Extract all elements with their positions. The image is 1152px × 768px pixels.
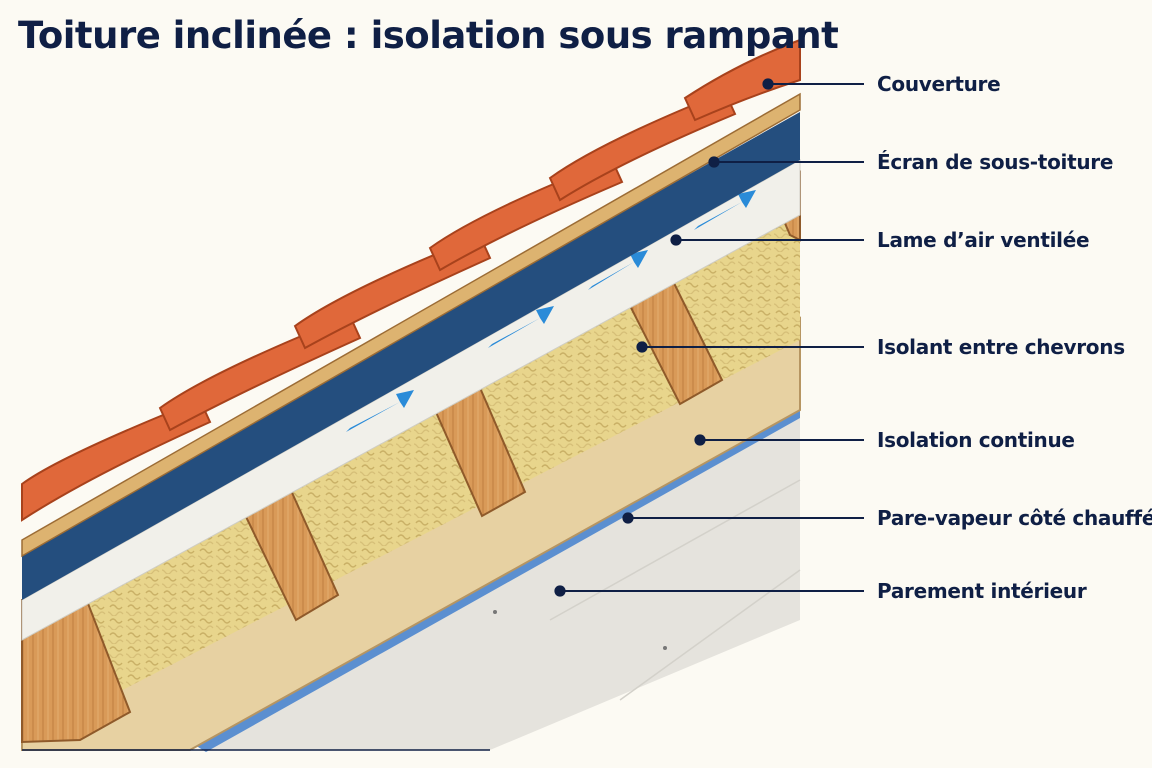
label-isolation-continue: Isolation continue	[877, 428, 1075, 452]
label-isolant-chevrons: Isolant entre chevrons	[877, 335, 1125, 359]
label-ecran-sous-toiture: Écran de sous-toiture	[877, 150, 1114, 174]
diagram-title: Toiture inclinée : isolation sous rampan…	[18, 14, 839, 57]
label-couverture: Couverture	[877, 72, 1001, 96]
label-parement-interieur: Parement intérieur	[877, 579, 1087, 603]
rafter-insulation-layer	[22, 215, 800, 742]
roof-tiles	[21, 38, 801, 522]
batten-strip	[21, 92, 801, 558]
airflow-arrows	[346, 190, 756, 432]
label-lame-air: Lame d’air ventilée	[877, 228, 1090, 252]
underlayment-membrane-layer	[22, 112, 800, 600]
callout-lines	[554, 78, 864, 597]
label-pare-vapeur: Pare-vapeur côté chauffé	[877, 506, 1152, 530]
